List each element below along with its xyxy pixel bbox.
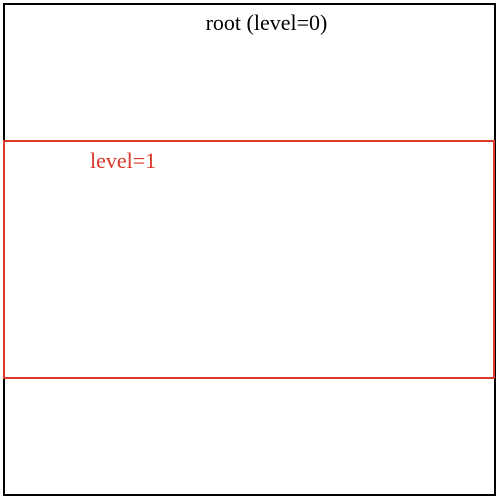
level-1-node-box — [3, 140, 495, 379]
root-node-label: root (level=0) — [205, 10, 328, 35]
level-1-node-label: level=1 — [90, 148, 157, 173]
